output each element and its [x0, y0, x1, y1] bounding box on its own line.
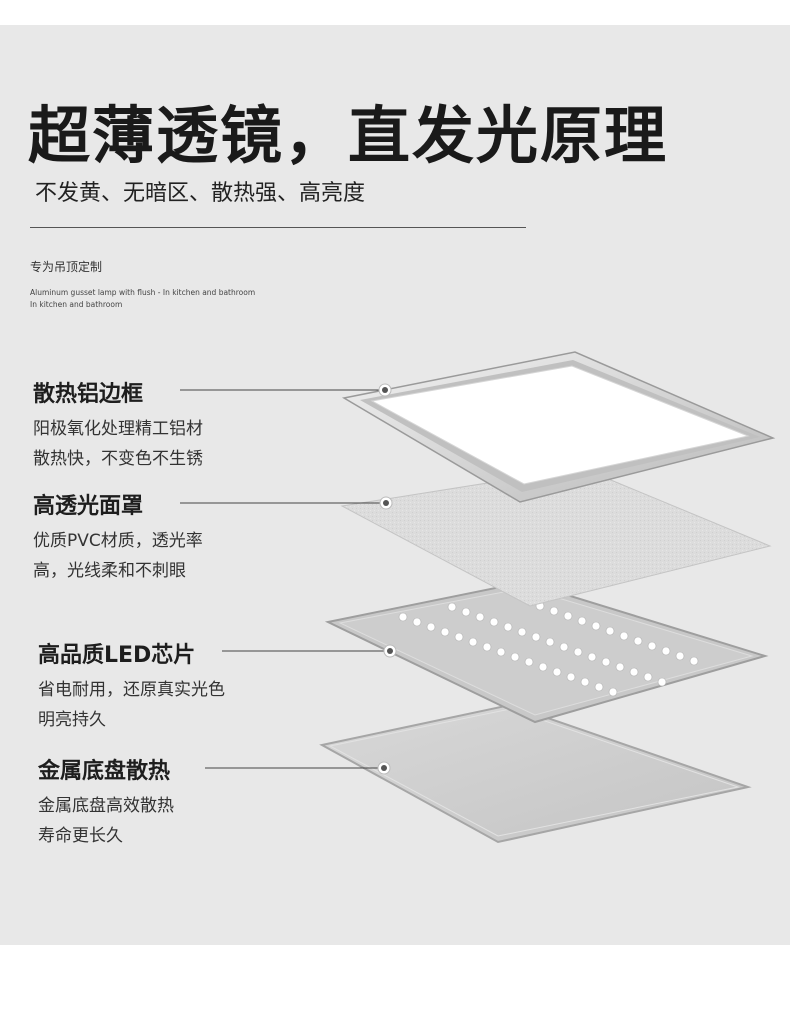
tag-english-line2: In kitchen and bathroom [30, 300, 123, 309]
feature-heading: 散热铝边框 [33, 382, 144, 407]
feature-heading: 高透光面罩 [33, 494, 144, 519]
feature-heading: 高品质LED芯片 [38, 643, 196, 668]
page-subtitle: 不发黄、无暗区、散热强、高亮度 [35, 181, 366, 206]
feature-diffuser-cover: 高透光面罩 优质PVC材质，透光率 高，光线柔和不刺眼 [33, 488, 203, 586]
feature-line: 明亮持久 [38, 710, 106, 730]
callout-dots [377, 383, 397, 775]
feature-line: 散热快，不变色不生锈 [33, 449, 203, 469]
feature-line: 寿命更长久 [38, 826, 123, 846]
divider [30, 227, 526, 228]
tag-english: Aluminum gusset lamp with flush - In kit… [30, 287, 270, 311]
led-board-layer [324, 580, 769, 724]
tag-english-line1: Aluminum gusset lamp with flush - In kit… [30, 288, 256, 297]
feature-metal-base: 金属底盘散热 金属底盘高效散热 寿命更长久 [38, 753, 174, 851]
led-chip-rows [398, 601, 699, 697]
feature-led-chips: 高品质LED芯片 省电耐用，还原真实光色 明亮持久 [38, 637, 225, 735]
feature-aluminum-frame: 散热铝边框 阳极氧化处理精工铝材 散热快，不变色不生锈 [33, 376, 203, 474]
page-title: 超薄透镜，直发光原理 [28, 99, 669, 172]
feature-line: 金属底盘高效散热 [38, 796, 174, 816]
feature-heading: 金属底盘散热 [38, 759, 171, 784]
feature-line: 优质PVC材质，透光率 [33, 531, 203, 551]
metal-base-layer [319, 703, 752, 844]
feature-line: 高，光线柔和不刺眼 [33, 561, 186, 581]
feature-line: 阳极氧化处理精工铝材 [33, 419, 203, 439]
aluminum-frame-layer [341, 351, 776, 503]
tag-label: 专为吊顶定制 [30, 260, 103, 274]
feature-line: 省电耐用，还原真实光色 [38, 680, 225, 700]
callout-leaders [180, 389, 390, 769]
